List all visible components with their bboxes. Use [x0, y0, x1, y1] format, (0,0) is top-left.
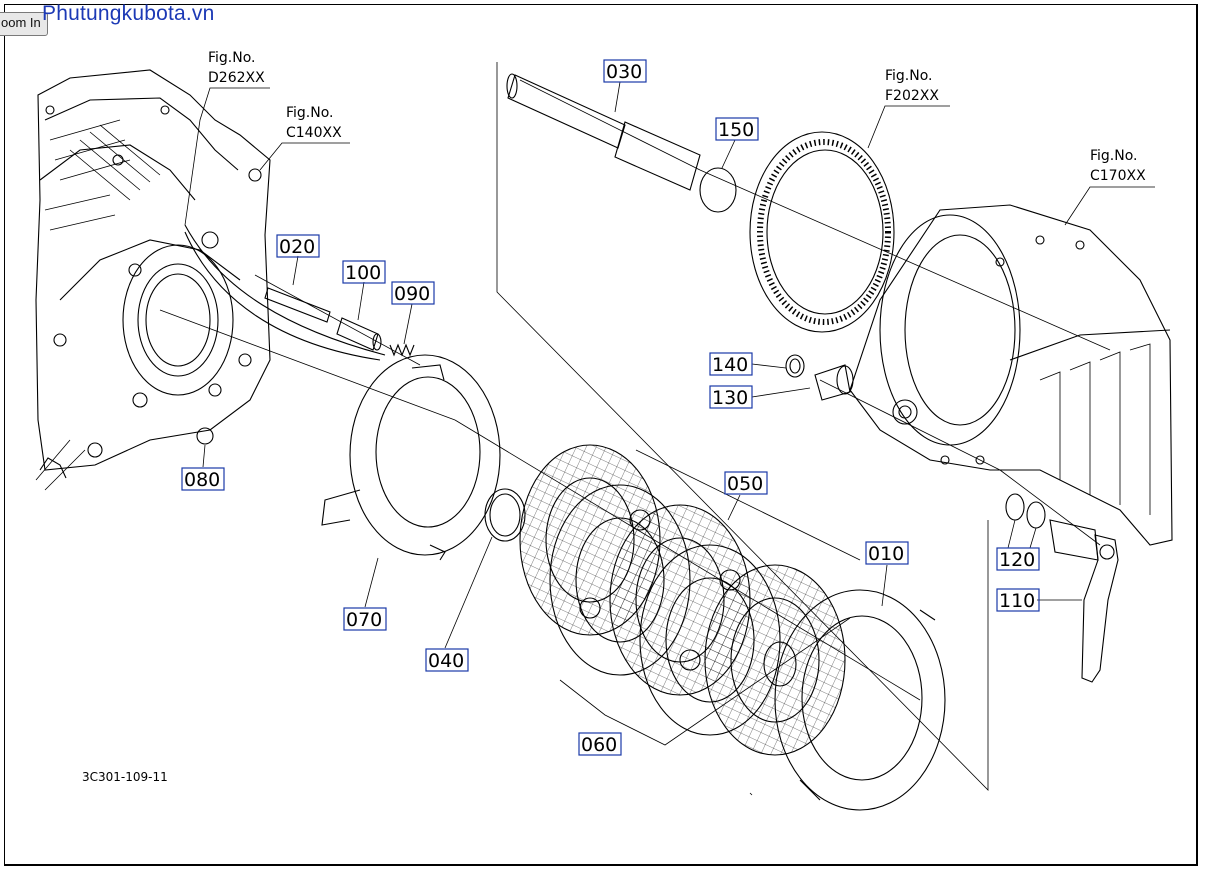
part-100-rod [336, 317, 382, 351]
part-110-lever [1049, 519, 1119, 683]
svg-text:110: 110 [999, 590, 1035, 612]
part-130-bushing [814, 364, 854, 401]
drawing-frame [4, 4, 1198, 866]
svg-text:070: 070 [346, 609, 382, 631]
part-label-100[interactable]: 100 [342, 260, 386, 284]
svg-text:Fig.No.: Fig.No. [286, 105, 334, 121]
svg-text:C170XX: C170XX [1090, 168, 1146, 184]
part-090-spring [389, 343, 415, 357]
svg-text:C140XX: C140XX [286, 125, 342, 141]
part-140-ring [785, 354, 805, 378]
fig-ref-c140[interactable]: Fig.No. C140XX [286, 105, 342, 141]
part-010-plate [774, 589, 946, 811]
fig-ref-d262[interactable]: Fig.No. D262XX [208, 50, 265, 86]
svg-text:060: 060 [581, 734, 617, 756]
svg-text:Fig.No.: Fig.No. [1090, 148, 1138, 164]
part-label-010[interactable]: 010 [865, 541, 909, 565]
axle-housing [849, 204, 1173, 546]
part-label-120[interactable]: 120 [996, 547, 1040, 571]
svg-text:090: 090 [394, 283, 430, 305]
brake-disc-stack [519, 444, 846, 756]
brake-rod-line-2 [184, 231, 381, 361]
fig-ref-c170[interactable]: Fig.No. C170XX [1090, 148, 1146, 184]
zoom-in-button[interactable]: oom In [0, 12, 48, 36]
svg-text:020: 020 [279, 236, 315, 258]
transmission-housing [35, 69, 271, 491]
part-040-snap-ring [484, 488, 526, 542]
svg-text:040: 040 [428, 650, 464, 672]
part-label-110[interactable]: 110 [996, 588, 1040, 612]
assembly-axis-lines [159, 62, 1111, 791]
part-label-070[interactable]: 070 [343, 607, 387, 631]
ring-gear [749, 131, 895, 333]
part-label-020[interactable]: 020 [276, 234, 320, 258]
svg-text:010: 010 [868, 543, 904, 565]
part-080-ball [196, 427, 214, 445]
svg-text:140: 140 [712, 354, 748, 376]
part-label-050[interactable]: 050 [724, 471, 768, 495]
site-brand[interactable]: Phutungkubota.vn [42, 2, 215, 25]
svg-text:D262XX: D262XX [208, 70, 265, 86]
brake-rod-line [184, 224, 386, 356]
svg-text:F202XX: F202XX [885, 88, 939, 104]
part-label-060[interactable]: 060 [578, 732, 622, 756]
part-label-030[interactable]: 030 [603, 59, 647, 83]
svg-text:050: 050 [727, 473, 763, 495]
part-label-150[interactable]: 150 [715, 117, 759, 141]
drawing-code: 3C301-109-11 [82, 770, 168, 784]
part-label-130[interactable]: 130 [709, 385, 753, 409]
leader-lines [184, 81, 1155, 796]
fig-ref-f202[interactable]: Fig.No. F202XX [885, 68, 939, 104]
svg-text:030: 030 [606, 61, 642, 83]
part-label-090[interactable]: 090 [391, 281, 435, 305]
part-030-shaft [506, 73, 701, 191]
svg-text:100: 100 [345, 262, 381, 284]
part-020-pin [264, 287, 331, 323]
part-070-brake-plate [321, 354, 501, 561]
part-label-080[interactable]: 080 [181, 467, 225, 491]
part-label-140[interactable]: 140 [709, 352, 753, 376]
svg-text:120: 120 [999, 549, 1035, 571]
svg-text:Fig.No.: Fig.No. [208, 50, 256, 66]
part-label-040[interactable]: 040 [425, 648, 469, 672]
svg-text:080: 080 [184, 469, 220, 491]
svg-text:130: 130 [712, 387, 748, 409]
part-150-o-ring [699, 167, 737, 213]
svg-text:150: 150 [718, 119, 754, 141]
svg-text:Fig.No.: Fig.No. [885, 68, 933, 84]
